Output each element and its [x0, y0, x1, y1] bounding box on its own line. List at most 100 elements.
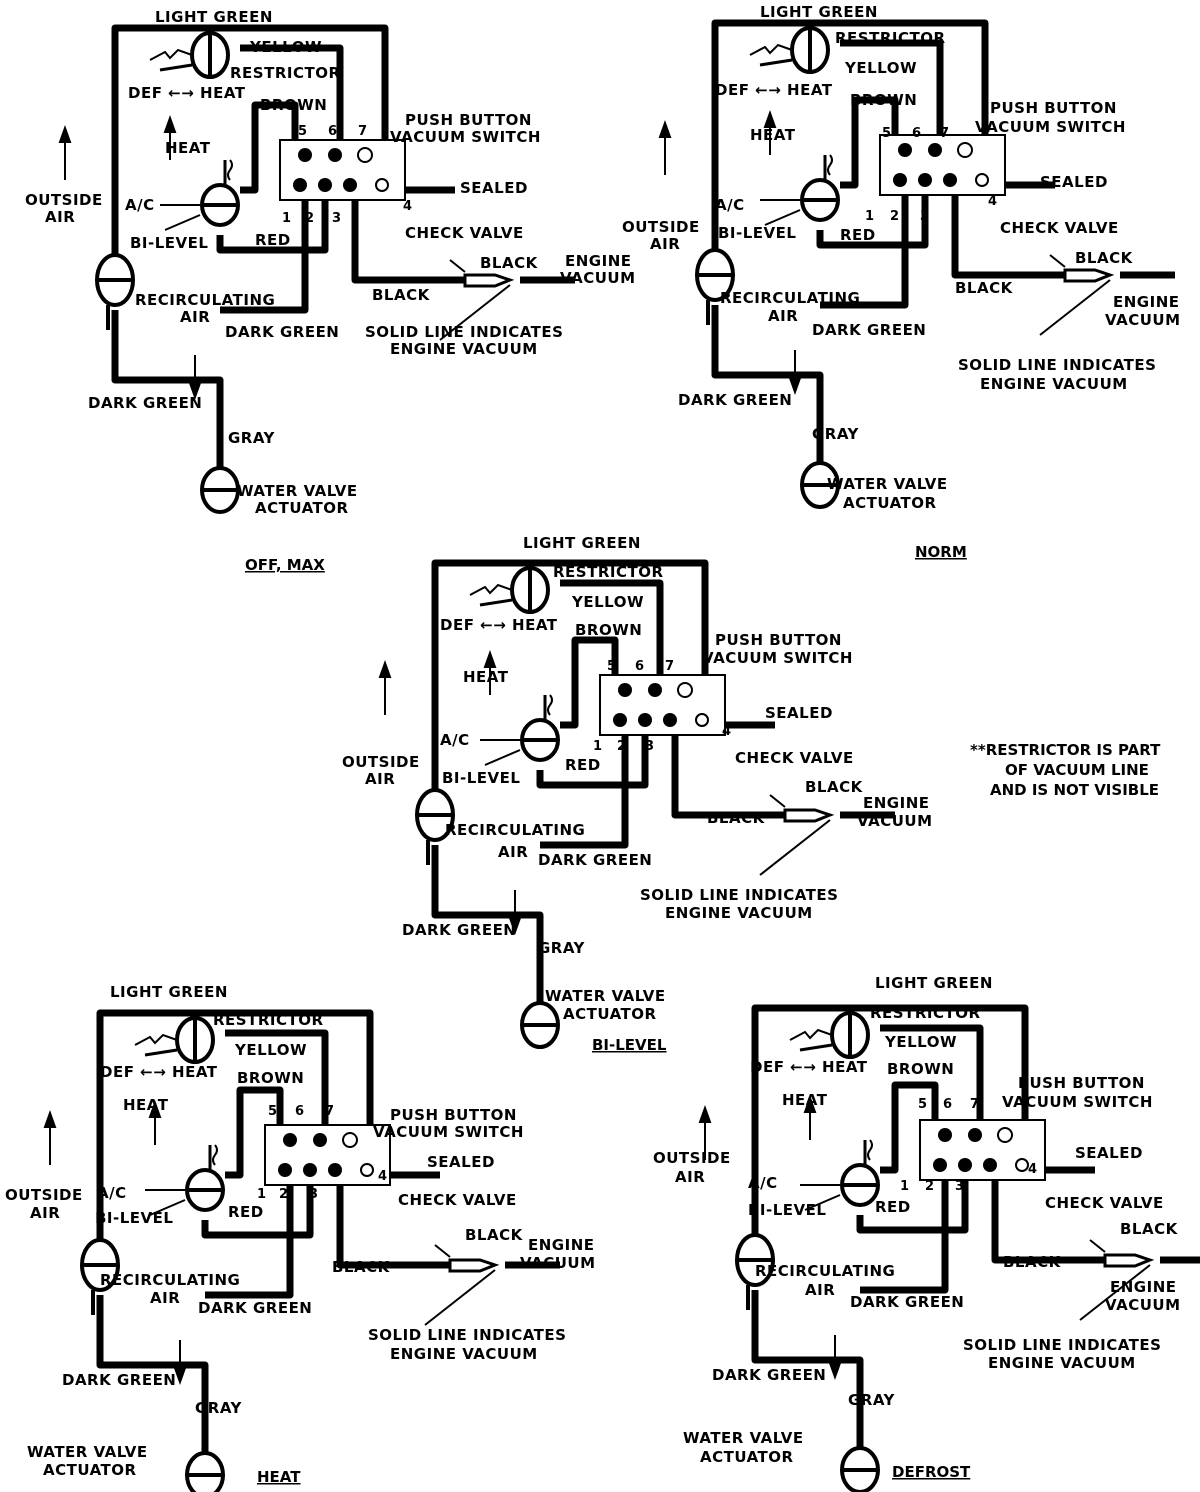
label-outside-air: AIR	[365, 770, 395, 788]
label-solid-line-2: ENGINE VACUUM	[390, 1345, 538, 1363]
label-recirculating: RECIRCULATING	[720, 289, 860, 307]
label-vacuum-switch: VACUUM SWITCH	[702, 649, 853, 667]
label-recirculating: RECIRCULATING	[100, 1271, 240, 1289]
label-sealed: SEALED	[460, 179, 528, 197]
label-actuator: ACTUATOR	[255, 499, 349, 517]
label-recirculating-air: AIR	[498, 843, 528, 861]
port-7: 7	[325, 1104, 334, 1119]
label-heat: HEAT	[750, 126, 796, 144]
label-solid-line-2: ENGINE VACUUM	[665, 904, 813, 922]
port-2: 2	[305, 211, 314, 226]
label-brown: BROWN	[575, 621, 642, 639]
port-5: 5	[298, 124, 307, 139]
label-solid-line-1: SOLID LINE INDICATES	[368, 1326, 566, 1344]
label-recirculating: RECIRCULATING	[135, 291, 275, 309]
label-engine: ENGINE	[1110, 1278, 1177, 1296]
label-water-valve: WATER VALVE	[27, 1443, 148, 1461]
port-6: 6	[295, 1104, 304, 1119]
label-actuator: ACTUATOR	[43, 1461, 137, 1479]
port-6: 6	[943, 1097, 952, 1112]
port-1: 1	[282, 211, 291, 226]
label-black-1: BLACK	[465, 1226, 524, 1244]
label-dark-green-1: DARK GREEN	[225, 323, 339, 341]
port-1: 1	[900, 1179, 909, 1194]
label-check-valve: CHECK VALVE	[1000, 219, 1119, 237]
label-restrictor: RESTRICTOR	[870, 1004, 981, 1022]
label-outside-air: AIR	[675, 1168, 705, 1186]
label-dark-green-1: DARK GREEN	[812, 321, 926, 339]
port-1: 1	[593, 739, 602, 754]
diagram-off-max: LIGHT GREEN YELLOW RESTRICTOR DEF ←→ HEA…	[25, 8, 636, 574]
label-push-button: PUSH BUTTON	[1018, 1074, 1145, 1092]
label-recirculating: RECIRCULATING	[445, 821, 585, 839]
port-5: 5	[268, 1104, 277, 1119]
label-check-valve: CHECK VALVE	[735, 749, 854, 767]
label-check-valve: CHECK VALVE	[398, 1191, 517, 1209]
port-4: 4	[403, 199, 412, 214]
caption-norm: NORM	[915, 543, 967, 561]
label-outside-air: AIR	[45, 208, 75, 226]
label-dark-green-1: DARK GREEN	[198, 1299, 312, 1317]
label-yellow: YELLOW	[884, 1033, 957, 1051]
label-ac: A/C	[715, 196, 745, 214]
label-bilevel: BI-LEVEL	[442, 769, 520, 787]
label-ac: A/C	[748, 1174, 778, 1192]
port-7: 7	[970, 1097, 979, 1112]
label-def-heat: DEF ←→ HEAT	[100, 1063, 218, 1081]
label-red: RED	[228, 1203, 264, 1221]
label-ac: A/C	[125, 196, 155, 214]
label-brown: BROWN	[850, 91, 917, 109]
label-recirculating-air: AIR	[768, 307, 798, 325]
label-black-2: BLACK	[372, 286, 431, 304]
label-outside: OUTSIDE	[653, 1149, 731, 1167]
label-sealed: SEALED	[1075, 1144, 1143, 1162]
label-dark-green-1: DARK GREEN	[850, 1293, 964, 1311]
caption-heat: HEAT	[257, 1468, 301, 1486]
port-4: 4	[378, 1169, 387, 1184]
label-sealed: SEALED	[1040, 173, 1108, 191]
label-gray: GRAY	[812, 425, 860, 443]
label-check-valve: CHECK VALVE	[405, 224, 524, 242]
label-outside: OUTSIDE	[342, 753, 420, 771]
port-5: 5	[918, 1097, 927, 1112]
label-heat: HEAT	[463, 668, 509, 686]
label-black-1: BLACK	[805, 778, 864, 796]
label-def-heat: DEF ←→ HEAT	[715, 81, 833, 99]
label-solid-line-1: SOLID LINE INDICATES	[958, 356, 1156, 374]
label-engine: ENGINE	[565, 252, 632, 270]
label-engine-vacuum: VACUUM	[560, 269, 636, 287]
label-red: RED	[565, 756, 601, 774]
label-engine-vacuum: VACUUM	[1105, 311, 1181, 329]
port-4: 4	[988, 194, 997, 209]
label-actuator: ACTUATOR	[563, 1005, 657, 1023]
label-bilevel: BI-LEVEL	[718, 224, 796, 242]
label-bilevel: BI-LEVEL	[748, 1201, 826, 1219]
label-gray: GRAY	[848, 1391, 896, 1409]
label-water-valve: WATER VALVE	[827, 475, 948, 493]
label-engine: ENGINE	[528, 1236, 595, 1254]
label-push-button: PUSH BUTTON	[390, 1106, 517, 1124]
label-recirculating-air: AIR	[150, 1289, 180, 1307]
label-gray: GRAY	[195, 1399, 243, 1417]
label-red: RED	[875, 1198, 911, 1216]
port-4: 4	[1028, 1162, 1037, 1177]
label-engine: ENGINE	[1113, 293, 1180, 311]
port-3: 3	[955, 1179, 964, 1194]
label-vacuum-switch: VACUUM SWITCH	[1002, 1093, 1153, 1111]
label-water-valve: WATER VALVE	[683, 1429, 804, 1447]
label-outside: OUTSIDE	[25, 191, 103, 209]
label-vacuum-switch: VACUUM SWITCH	[373, 1123, 524, 1141]
label-dark-green-2: DARK GREEN	[88, 394, 202, 412]
label-dark-green-2: DARK GREEN	[402, 921, 516, 939]
footnote-line-2: OF VACUUM LINE	[1005, 761, 1149, 779]
label-engine-vacuum: VACUUM	[857, 812, 933, 830]
label-actuator: ACTUATOR	[700, 1448, 794, 1466]
label-black-1: BLACK	[480, 254, 539, 272]
label-dark-green-2: DARK GREEN	[712, 1366, 826, 1384]
footnote-restrictor: **RESTRICTOR IS PART OF VACUUM LINE AND …	[970, 741, 1161, 799]
diagram-norm: LIGHT GREEN RESTRICTOR YELLOW DEF ←→ HEA…	[622, 3, 1181, 561]
label-def-heat: DEF ←→ HEAT	[440, 616, 558, 634]
label-yellow: YELLOW	[234, 1041, 307, 1059]
label-black-1: BLACK	[1120, 1220, 1179, 1238]
